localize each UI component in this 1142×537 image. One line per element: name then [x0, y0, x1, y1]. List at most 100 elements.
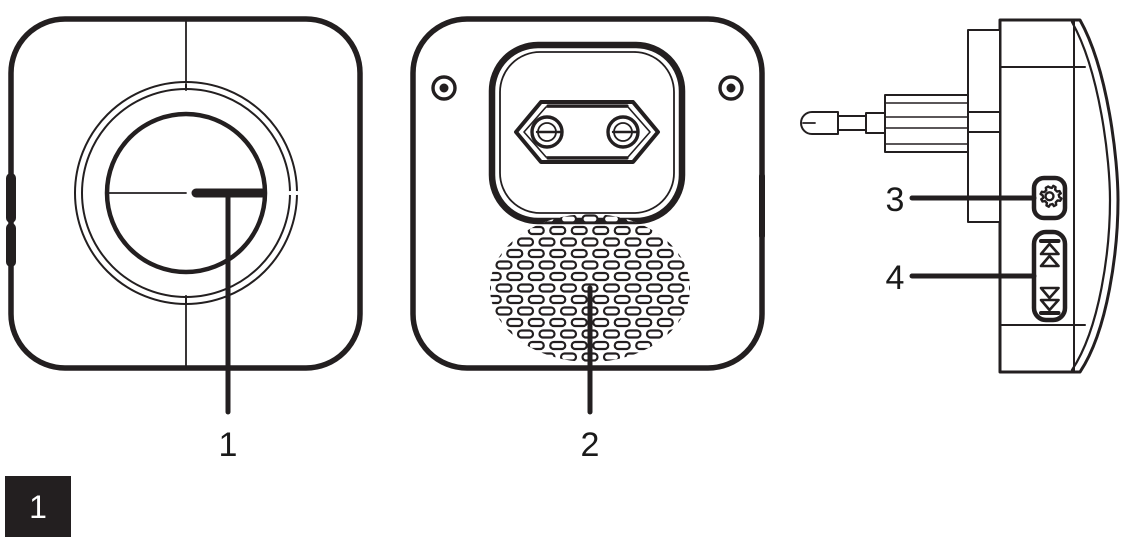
vent-slot — [667, 306, 685, 316]
vent-slot — [495, 260, 513, 270]
vent-slot — [667, 283, 685, 293]
vent-slot — [602, 237, 621, 247]
vent-slot — [527, 317, 545, 328]
callout-label-3: 3 — [886, 181, 905, 219]
vent-slot — [549, 294, 567, 305]
vent-slot — [538, 260, 556, 270]
vent-slot — [527, 225, 545, 236]
vent-slot — [592, 248, 610, 259]
up-down-rocker-button[interactable] — [1031, 229, 1068, 323]
vent-slot — [559, 283, 578, 293]
vent-slot — [613, 225, 631, 236]
gear-icon — [1039, 184, 1063, 208]
vent-slot — [506, 317, 524, 328]
vent-slot — [559, 306, 578, 316]
vent-slot — [602, 329, 621, 339]
vent-slot — [570, 317, 588, 328]
vent-slot — [516, 329, 535, 339]
vent-slot — [538, 283, 556, 293]
vent-slot — [516, 237, 535, 247]
vent-slot — [602, 306, 621, 316]
front-view — [6, 16, 363, 371]
vent-slot — [645, 306, 664, 316]
vent-slot — [624, 260, 642, 270]
callout-label-4: 4 — [886, 259, 905, 297]
vent-slot — [656, 248, 674, 259]
vent-slot — [635, 248, 653, 259]
vent-slot — [506, 271, 524, 282]
vent-slot — [559, 329, 578, 339]
vent-slot — [549, 248, 567, 259]
vent-slot — [635, 225, 653, 236]
vent-slot — [527, 248, 545, 259]
vent-slot — [538, 329, 556, 339]
callout-leader-lines — [225, 193, 1037, 415]
vent-slot — [656, 317, 674, 328]
vent-slot — [635, 317, 653, 328]
vent-slot — [581, 260, 599, 270]
vent-slot — [570, 340, 588, 351]
figure-number-label: 1 — [29, 488, 47, 525]
vent-slot — [635, 271, 653, 282]
vent-slot — [559, 260, 578, 270]
vent-slot — [667, 260, 685, 270]
vent-slot — [549, 340, 567, 351]
vent-slot — [592, 317, 610, 328]
vent-slot — [613, 294, 631, 305]
figure-number-badge: 1 — [5, 476, 71, 537]
vent-slot — [624, 283, 642, 293]
vent-slot — [516, 306, 535, 316]
vent-slot — [645, 260, 664, 270]
vent-slot — [581, 237, 599, 247]
screw-hole-left-inner — [439, 83, 449, 93]
vent-slot — [570, 225, 588, 236]
vent-slot — [516, 283, 535, 293]
plug-prong-tip — [800, 111, 839, 135]
vent-slot — [592, 340, 610, 351]
vent-slot — [678, 271, 690, 282]
plug-prong-collar — [865, 112, 886, 134]
vent-slot — [549, 317, 567, 328]
vent-slot — [624, 306, 642, 316]
vent-slot — [602, 260, 621, 270]
up-to-top-icon[interactable] — [1039, 239, 1061, 268]
vent-slot — [549, 271, 567, 282]
plug-base-block — [967, 29, 1001, 223]
side-front-face-edge — [1070, 20, 1112, 372]
vent-slot — [495, 283, 513, 293]
vent-slot — [656, 294, 674, 305]
vent-slot — [645, 329, 664, 339]
vent-slot — [613, 248, 631, 259]
back-view — [410, 16, 765, 371]
vent-slot — [624, 237, 642, 247]
settings-button[interactable] — [1031, 175, 1068, 221]
vent-slot — [635, 340, 653, 351]
vent-slot — [645, 237, 664, 247]
vent-slot — [538, 237, 556, 247]
vent-slot — [635, 294, 653, 305]
vent-slot — [678, 294, 690, 305]
vent-slot — [613, 340, 631, 351]
vent-slot — [527, 294, 545, 305]
vent-slot — [506, 248, 524, 259]
down-to-bottom-icon[interactable] — [1039, 286, 1061, 315]
vent-slot — [613, 317, 631, 328]
vent-slot — [602, 283, 621, 293]
plug-prong-shaft — [837, 115, 867, 131]
vent-slot — [624, 329, 642, 339]
vent-slot — [490, 294, 502, 305]
vent-slot — [656, 271, 674, 282]
vent-slot — [559, 237, 578, 247]
vent-slot — [570, 294, 588, 305]
vent-slot — [527, 271, 545, 282]
callout-labels: 1 2 3 4 — [219, 181, 905, 464]
vent-slot — [592, 294, 610, 305]
vent-slot — [549, 225, 567, 236]
side-view — [800, 18, 1120, 374]
vent-slot — [490, 271, 502, 282]
vent-slot — [527, 340, 545, 351]
vent-slot — [581, 214, 599, 224]
screw-hole-right-inner — [726, 83, 736, 93]
vent-slot — [592, 225, 610, 236]
